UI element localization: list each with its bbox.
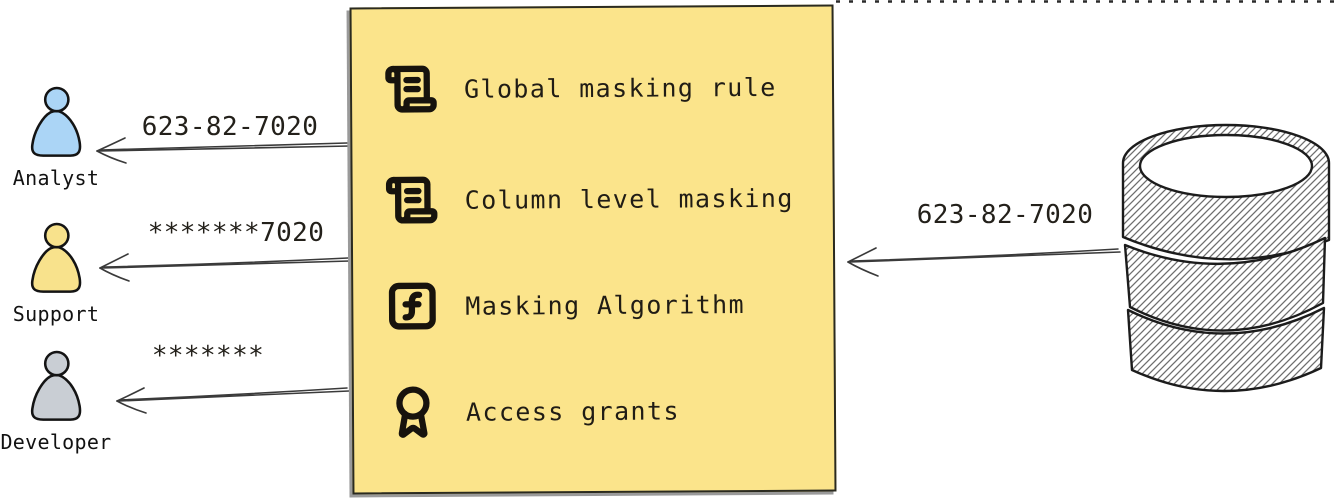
rule-row-global-masking: Global masking rule [384,57,777,119]
persona-label-developer: Developer [0,430,112,454]
raw-value-database: 623-82-7020 [916,200,1094,230]
masked-value-analyst: 623-82-7020 [141,112,319,142]
database-icon [1121,123,1331,393]
persona-label-support: Support [12,302,100,326]
masked-value-developer: ******* [151,341,265,371]
rule-label: Access grants [465,395,680,427]
persona-label-analyst: Analyst [12,166,100,190]
persona-analyst: Analyst [0,86,112,190]
award-icon [386,385,440,439]
arrow-box-to-developer [116,387,350,414]
masked-value-support: *******7020 [147,218,325,248]
persona-support: Support [0,222,112,326]
rule-row-column-masking: Column level masking [385,168,794,230]
function-square-icon [385,279,439,333]
support-person-icon [30,222,82,293]
analyst-person-icon [30,86,82,157]
rule-label: Global masking rule [463,72,777,104]
rule-label: Column level masking [464,183,794,215]
persona-developer: Developer [0,350,112,454]
arrow-database-to-box [847,247,1121,277]
database-bottom-band [1126,306,1326,393]
rule-row-access-grants: Access grants [386,380,680,442]
arrow-box-to-support [99,253,351,282]
rule-label: Masking Algorithm [465,289,746,321]
scroll-text-icon [384,62,438,116]
developer-person-icon [30,350,82,421]
rule-row-masking-algorithm: Masking Algorithm [385,274,745,336]
scroll-text-icon [385,173,439,227]
database-opening [1138,133,1314,199]
database-middle-band [1123,236,1327,332]
masking-rules-box: Global masking rule Column level masking [349,4,837,495]
